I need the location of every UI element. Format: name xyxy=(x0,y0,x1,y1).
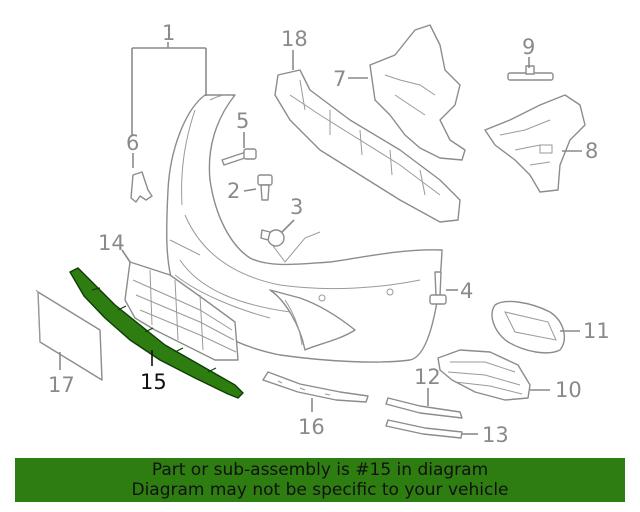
part-12-trim xyxy=(385,397,463,419)
part-3-nut xyxy=(260,229,285,247)
part-9-clip xyxy=(507,65,554,81)
part-7-bracket xyxy=(369,24,466,161)
part-4-bolt xyxy=(429,271,447,305)
part-11-fog-frame xyxy=(491,300,566,354)
part-5-bolt xyxy=(221,148,257,166)
leader-lines xyxy=(59,42,582,435)
part-6-bracket xyxy=(130,171,153,203)
parts-diagram: 1 2 3 4 5 6 7 8 9 10 11 12 13 14 15 16 1… xyxy=(35,21,610,447)
banner-line-2: Diagram may not be specific to your vehi… xyxy=(131,480,509,500)
part-2-screw xyxy=(257,174,273,201)
callout-14: 14 xyxy=(98,231,125,255)
part-17-plate-bracket xyxy=(35,289,103,381)
bumper-cover xyxy=(165,94,443,363)
callout-16: 16 xyxy=(298,415,325,439)
callout-1: 1 xyxy=(162,21,175,45)
callout-6: 6 xyxy=(126,131,139,155)
callout-9: 9 xyxy=(522,35,535,59)
part-14-grille xyxy=(124,261,239,361)
callout-12: 12 xyxy=(414,365,441,389)
part-8-bracket xyxy=(484,94,586,193)
part-16-molding xyxy=(262,371,369,403)
info-banner: Part or sub-assembly is #15 in diagram D… xyxy=(15,458,625,502)
banner-line-1: Part or sub-assembly is #15 in diagram xyxy=(151,460,489,480)
callout-7: 7 xyxy=(333,67,346,91)
callout-13: 13 xyxy=(482,423,509,447)
callout-3: 3 xyxy=(290,195,303,219)
part-15-strip xyxy=(69,267,244,399)
part-10-fog-grille xyxy=(437,349,531,401)
callout-15: 15 xyxy=(140,370,167,394)
callout-18: 18 xyxy=(281,27,308,51)
part-18-absorber xyxy=(274,69,461,223)
callout-11: 11 xyxy=(583,319,610,343)
callout-10: 10 xyxy=(555,378,582,402)
callout-2: 2 xyxy=(227,179,240,203)
callout-8: 8 xyxy=(585,139,598,163)
callout-17: 17 xyxy=(48,373,75,397)
callout-4: 4 xyxy=(460,279,473,303)
part-13-trim xyxy=(385,419,463,439)
callout-5: 5 xyxy=(236,109,249,133)
